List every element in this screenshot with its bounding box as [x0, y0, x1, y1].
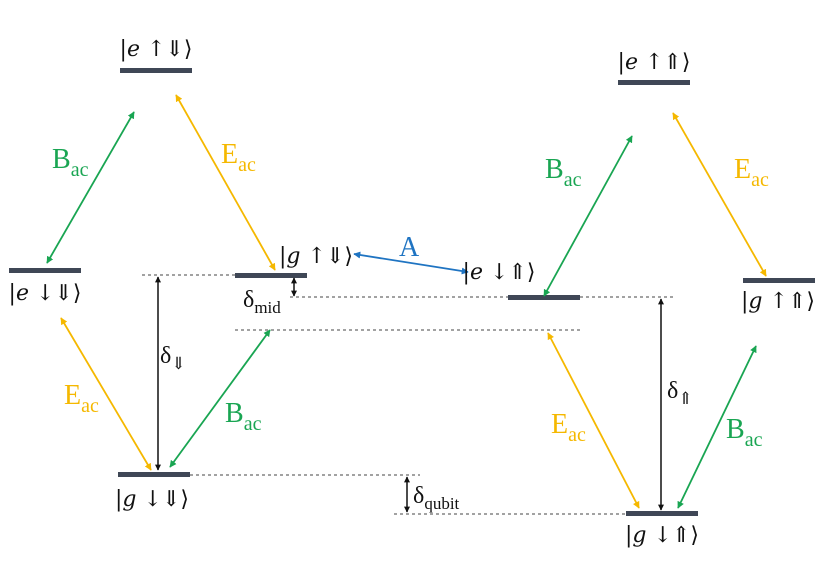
level-g-dn-Dn	[118, 472, 190, 477]
transition-b-left-bottom	[169, 329, 271, 468]
transition-b-right-bottom	[677, 345, 757, 509]
label-delta-qubit: δqubit	[413, 483, 460, 513]
level-g-up-Up	[743, 278, 815, 283]
label-b-left-bottom: Bac	[225, 398, 262, 435]
label-a-coupling: A	[399, 232, 420, 263]
label-e-up-Dn: |e ↑⇓⟩	[120, 37, 193, 62]
label-g-up-Up: |g ↑⇑⟩	[741, 289, 815, 314]
transition-e-left-bottom	[60, 317, 152, 471]
label-g-dn-Dn: |g ↓⇓⟩	[115, 487, 189, 512]
transition-b-right-top	[543, 135, 633, 297]
b-ac-transitions	[46, 111, 757, 509]
label-b-right-bottom: Bac	[726, 414, 763, 451]
label-e-right-bottom: Eac	[551, 409, 586, 446]
detuning-arrows	[155, 276, 664, 513]
level-e-up-Up	[618, 80, 690, 85]
level-g-up-Dn	[235, 273, 307, 278]
label-delta-mid: δmid	[243, 287, 281, 317]
label-b-right-top: Bac	[545, 154, 582, 191]
transition-e-left-top	[175, 94, 276, 271]
transition-e-right-top	[672, 112, 767, 277]
level-e-dn-Dn	[9, 268, 81, 273]
label-e-dn-Dn: |e ↓⇓⟩	[9, 281, 82, 306]
e-ac-transitions	[60, 94, 767, 509]
label-e-left-top: Eac	[221, 139, 256, 176]
label-e-left-bottom: Eac	[64, 380, 99, 417]
label-e-right-top: Eac	[734, 154, 769, 191]
state-labels: |e ↑⇓⟩ |e ↓⇓⟩ |g ↑⇓⟩ |g ↓⇓⟩ |e ↑⇑⟩ |e ↓⇑…	[9, 37, 815, 548]
coupling-labels: Bac Bac Bac Bac Eac Eac Eac Eac A	[52, 139, 769, 451]
level-e-dn-Up	[508, 295, 580, 300]
coupling-a-arrow	[353, 251, 469, 275]
level-e-up-Dn	[120, 68, 192, 73]
label-g-dn-Up: |g ↓⇑⟩	[625, 523, 699, 548]
label-e-up-Up: |e ↑⇑⟩	[618, 50, 691, 75]
label-e-dn-Up: |e ↓⇑⟩	[463, 260, 536, 285]
label-delta-Dn: δ⇓	[160, 343, 186, 373]
reference-lines	[142, 274, 676, 515]
label-delta-Up: δ⇑	[667, 378, 693, 408]
level-g-dn-Up	[626, 511, 698, 516]
transition-b-left-top	[46, 111, 135, 264]
label-b-left-top: Bac	[52, 144, 89, 181]
detuning-labels: δmid δ⇓ δ⇑ δqubit	[160, 287, 693, 513]
transition-e-right-bottom	[547, 332, 640, 509]
energy-levels	[9, 68, 815, 516]
label-g-up-Dn: |g ↑⇓⟩	[279, 244, 353, 269]
